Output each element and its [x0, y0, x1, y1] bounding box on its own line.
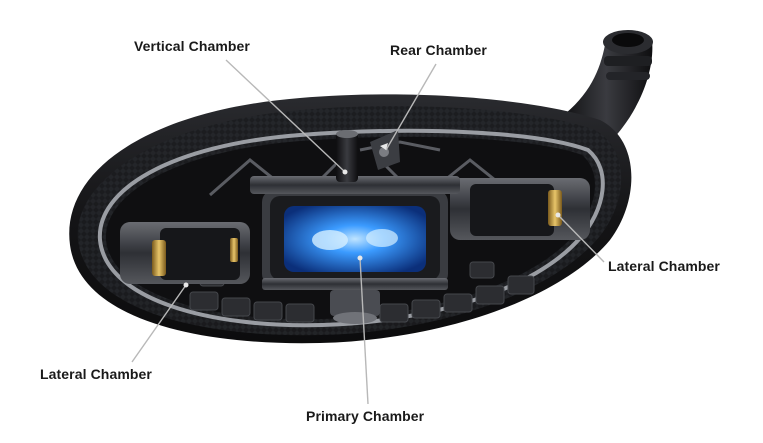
sole-weight-blocks [189, 261, 535, 323]
leader-lateral-left [131, 284, 187, 363]
label-vertical-chamber: Vertical Chamber [134, 38, 250, 54]
leader-arrowheads [183, 143, 561, 288]
leader-lateral-right [557, 214, 605, 263]
primary-chamber [250, 176, 460, 324]
label-lateral-chamber-left: Lateral Chamber [40, 366, 152, 382]
lateral-chamber-left [120, 222, 250, 284]
leader-lines [131, 59, 605, 405]
leader-vertical [225, 59, 346, 173]
leader-primary [359, 257, 369, 405]
lateral-chamber-right [450, 178, 590, 240]
label-lateral-chamber-right: Lateral Chamber [608, 258, 720, 274]
vertical-chamber [336, 130, 358, 182]
label-primary-chamber: Primary Chamber [306, 408, 425, 424]
leader-rear [385, 63, 437, 151]
label-rear-chamber: Rear Chamber [390, 42, 487, 58]
